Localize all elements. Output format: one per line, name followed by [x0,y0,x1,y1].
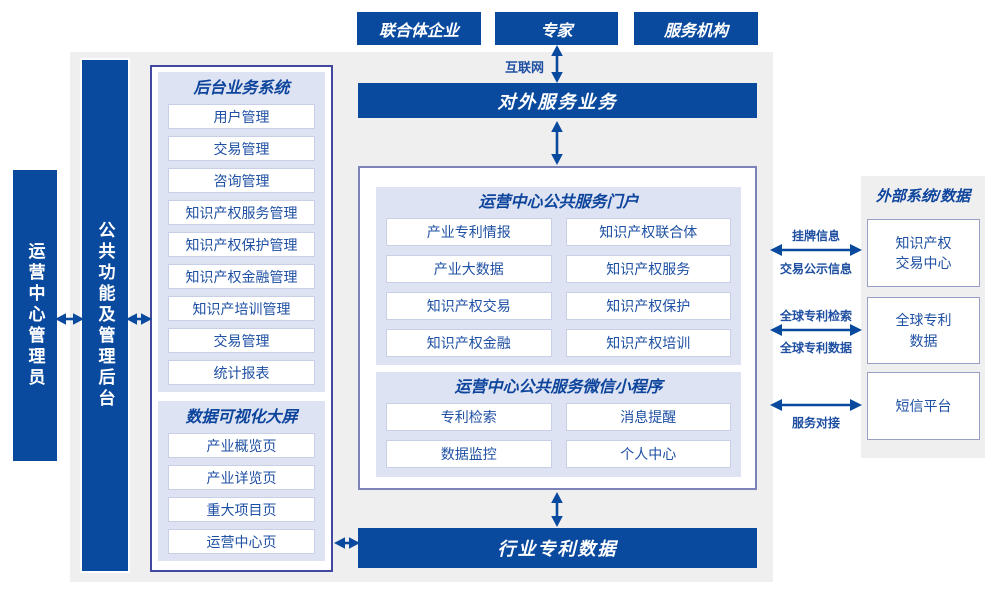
external-service-label: 对外服务业务 [497,91,618,112]
external-service-bar: 对外服务业务 [358,83,757,118]
miniprogram-title: 运营中心公共服务微信小程序 [454,379,663,396]
internet-label: 互联网 [504,60,544,75]
internet-arrow [551,45,563,83]
portal-item: 知识产权交易 [386,292,552,320]
backstage-item: 交易管理 [168,136,315,161]
backend-link-arrow [126,313,152,325]
listing-info-arrow [770,244,862,256]
service-connect-arrow [770,399,862,411]
backstage-item: 知识产培训管理 [168,296,315,321]
portal-arrow [551,121,563,165]
backstage-item: 用户管理 [168,104,315,129]
portal-item: 知识产权金融 [386,329,552,357]
actor-box-experts: 专家 [495,12,618,45]
portal-title: 运营中心公共服务门户 [478,194,639,211]
operation-center-box: 运营中心公共服务门户 产业专利情报 知识产权联合体 产业大数据 知识产权服务 知… [358,166,757,490]
miniprogram-item: 个人中心 [565,440,731,468]
public-admin-label: 公共功能及管理后台 [95,221,115,410]
backstage-item: 知识产权服务管理 [168,200,315,225]
backstage-item: 交易管理 [168,328,315,353]
portal-item: 知识产权保护 [565,292,731,320]
miniprogram-item: 数据监控 [386,440,552,468]
backstage-item: 咨询管理 [168,168,315,193]
actor-label: 联合体企业 [378,22,459,40]
service-connect-label: 服务对接 [791,416,840,430]
industry-arrow [551,492,563,527]
backstage-item: 统计报表 [168,360,315,385]
global-patent-data-label: 全球专利数据 [779,341,852,355]
actor-label: 服务机构 [663,22,728,40]
dashboard-item: 产业详览页 [168,465,315,490]
listing-info-label: 挂牌信息 [791,229,840,243]
public-admin-bar: 公共功能及管理后台 [80,58,130,573]
actor-box-service-orgs: 服务机构 [634,12,758,45]
global-patent-arrow [770,324,862,336]
miniprogram-item: 消息提醒 [565,403,731,431]
dashboard-industry-arrow [334,537,360,549]
external-systems-title: 外部系统/数据 [875,188,971,205]
external-system-global-patent: 全球专利 数据 [867,297,980,364]
dashboard-item: 运营中心页 [168,529,315,554]
actor-box-consortium: 联合体企业 [357,12,481,45]
dashboard-panel: 数据可视化大屏 产业概览页 产业详览页 重大项目页 运营中心页 [158,401,325,561]
portal-item: 知识产权联合体 [565,218,731,246]
actor-label: 专家 [540,22,573,40]
portal-item: 知识产权培训 [565,329,731,357]
external-system-sms: 短信平台 [867,372,980,440]
dashboard-title: 数据可视化大屏 [185,409,298,426]
operator-admin-bar: 运营中心管理员 [11,168,59,463]
miniprogram-item: 专利检索 [386,403,552,431]
industry-patent-data-label: 行业专利数据 [497,539,618,559]
global-patent-search-label: 全球专利检索 [779,309,852,323]
trade-publicity-label: 交易公示信息 [779,262,852,276]
external-system-ip-exchange: 知识产权 交易中心 [867,219,980,287]
portal-item: 知识产权服务 [565,255,731,283]
admin-link-arrow [55,313,84,325]
dashboard-item: 重大项目页 [168,497,315,522]
backend-box: 后台业务系统 用户管理 交易管理 咨询管理 知识产权服务管理 知识产权保护管理 … [150,65,333,572]
dashboard-item: 产业概览页 [168,433,315,458]
miniprogram-panel: 运营中心公共服务微信小程序 专利检索 消息提醒 数据监控 个人中心 [376,372,741,477]
backstage-title: 后台业务系统 [193,80,290,97]
industry-patent-data-bar: 行业专利数据 [358,528,757,568]
portal-panel: 运营中心公共服务门户 产业专利情报 知识产权联合体 产业大数据 知识产权服务 知… [376,187,741,365]
backstage-panel: 后台业务系统 用户管理 交易管理 咨询管理 知识产权服务管理 知识产权保护管理 … [158,72,325,392]
backstage-item: 知识产权金融管理 [168,264,315,289]
portal-item: 产业大数据 [386,255,552,283]
backstage-item: 知识产权保护管理 [168,232,315,257]
operator-admin-label: 运营中心管理员 [25,242,45,389]
portal-item: 产业专利情报 [386,218,552,246]
